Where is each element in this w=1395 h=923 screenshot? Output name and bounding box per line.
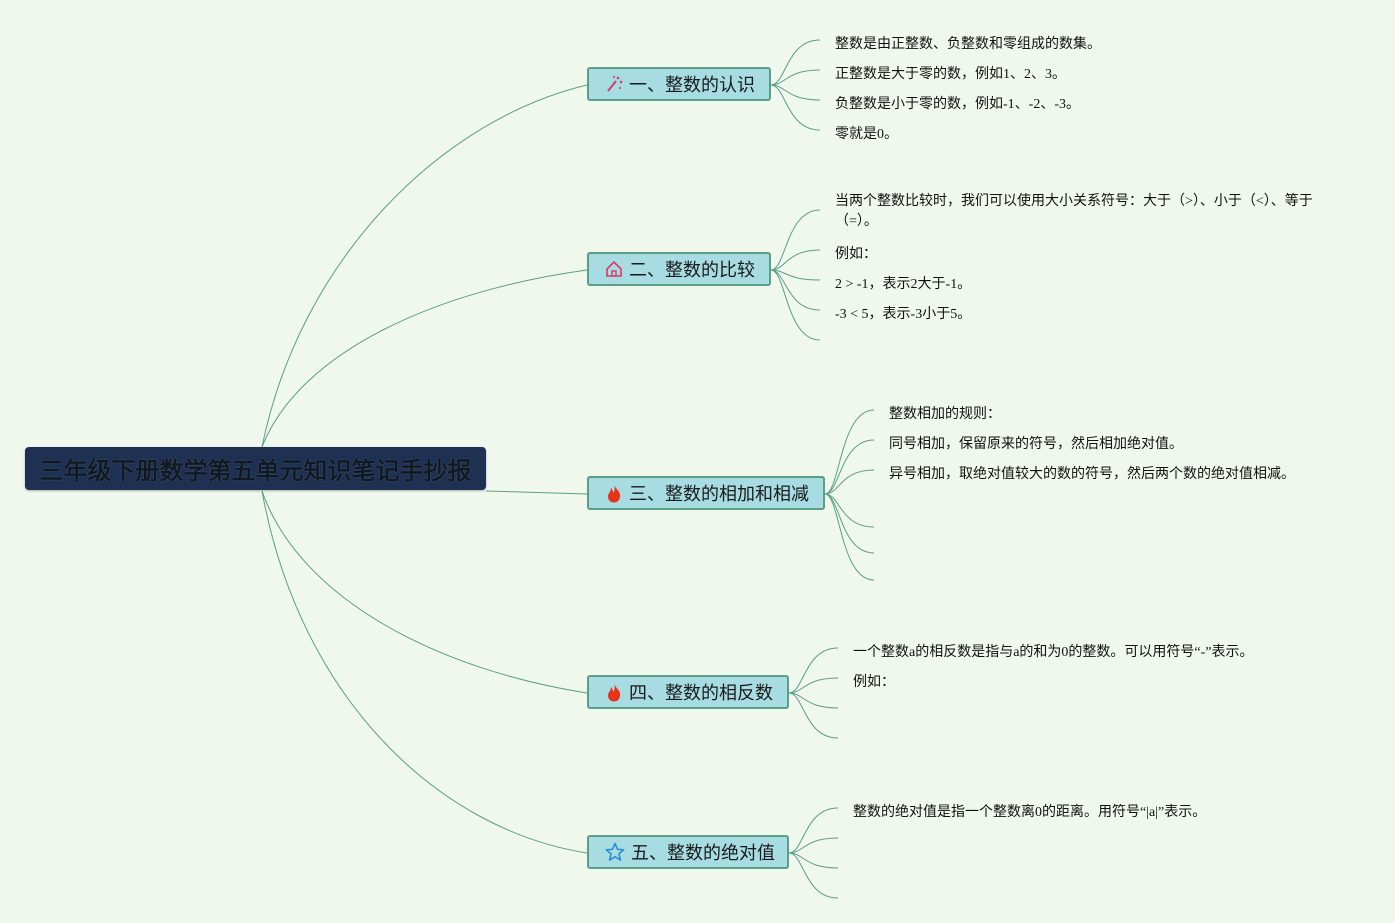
central-topic[interactable]: 三年级下册数学第五单元知识笔记手抄报 — [25, 447, 486, 490]
leaf-branch-line — [824, 409, 875, 495]
leaf-branch-line — [770, 39, 821, 86]
home-icon — [605, 259, 623, 279]
topic-integer-comparison[interactable]: 二、整数的比较 — [587, 252, 771, 286]
leaf-branch-line — [788, 677, 839, 694]
leaf-branch-line — [770, 269, 821, 281]
leaf-branch-line — [770, 84, 821, 131]
leaf-item: 当两个整数比较时，我们可以使用大小关系符号：大于（>）、小于（<）、等于（=）。 — [835, 194, 1313, 229]
leaf-item: 整数的绝对值是指一个整数离0的距离。用符号“|a|”表示。 — [853, 805, 1207, 820]
fire-icon — [605, 682, 623, 702]
topic-opposite-number[interactable]: 四、整数的相反数 — [587, 675, 789, 709]
leaf-branch-line — [824, 439, 875, 495]
root-branch-line — [261, 490, 588, 694]
leaf-branch-line — [824, 493, 875, 581]
leaf-item: 异号相加，取绝对值较大的数的符号，然后两个数的绝对值相减。 — [889, 467, 1295, 482]
leaf-item: 同号相加，保留原来的符号，然后相加绝对值。 — [889, 437, 1183, 452]
leaf-branch-line — [788, 837, 839, 854]
leaf-branch-line — [770, 269, 821, 341]
leaf-item: 例如： — [853, 675, 895, 690]
leaf-branch-line — [788, 647, 839, 694]
leaf-branch-line — [770, 269, 821, 311]
leaf-branch-line — [770, 84, 821, 101]
leaf-item: 负整数是小于零的数，例如-1、-2、-3。 — [835, 97, 1080, 112]
topic-label: 五、整数的绝对值 — [631, 843, 775, 863]
topic-integer-add-subtract[interactable]: 三、整数的相加和相减 — [587, 476, 825, 510]
leaf-item: -3 < 5，表示-3小于5。 — [835, 307, 972, 322]
leaf-item: 2 > -1，表示2大于-1。 — [835, 277, 972, 292]
topic-label: 二、整数的比较 — [629, 260, 755, 280]
topic-label: 一、整数的认识 — [629, 75, 755, 95]
leaf-item: 整数相加的规则： — [889, 407, 1001, 422]
root-branch-line — [261, 269, 588, 448]
leaf-branch-line — [824, 493, 875, 528]
leaf-branch-line — [788, 852, 839, 869]
fire-icon — [605, 483, 623, 503]
leaf-item: 整数是由正整数、负整数和零组成的数集。 — [835, 37, 1101, 52]
magic-wand-icon — [605, 74, 623, 94]
leaf-branch-line — [788, 852, 839, 899]
topic-absolute-value[interactable]: 五、整数的绝对值 — [587, 835, 789, 869]
leaf-item: 例如： — [835, 247, 877, 262]
star-icon — [605, 842, 625, 862]
topic-label: 三、整数的相加和相减 — [629, 484, 809, 504]
root-branch-line — [261, 84, 588, 448]
topic-integer-recognition[interactable]: 一、整数的认识 — [587, 67, 771, 101]
topic-label: 四、整数的相反数 — [629, 683, 773, 703]
leaf-branch-line — [788, 807, 839, 854]
root-branch-line — [485, 490, 588, 495]
central-topic-label: 三年级下册数学第五单元知识笔记手抄报 — [39, 458, 472, 485]
leaf-branch-line — [788, 692, 839, 739]
leaf-branch-line — [824, 469, 875, 495]
leaf-item: 零就是0。 — [835, 127, 898, 142]
leaf-branch-line — [770, 69, 821, 86]
leaf-item: 一个整数a的相反数是指与a的和为0的整数。可以用符号“-”表示。 — [853, 645, 1254, 660]
root-branch-line — [261, 490, 588, 854]
leaf-branch-line — [770, 249, 821, 271]
leaf-item: 正整数是大于零的数，例如1、2、3。 — [835, 67, 1066, 82]
leaf-branch-line — [770, 209, 821, 271]
leaf-branch-line — [788, 692, 839, 709]
